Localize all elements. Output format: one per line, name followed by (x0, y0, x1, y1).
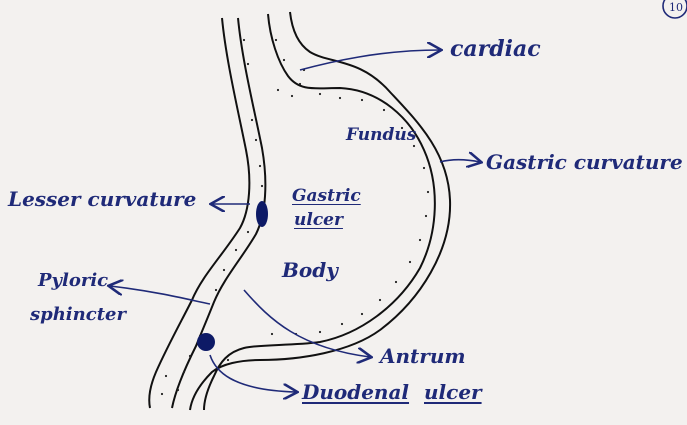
cardiac-leader (300, 50, 440, 70)
duodenal-ulcer-mark (197, 333, 215, 351)
label-gastric-ulcer-line1: Gastric (292, 188, 361, 205)
label-duodenal-ulcer-word: ulcer (424, 382, 482, 402)
stomach-outer-wall (149, 18, 249, 408)
label-cardiac: cardiac (450, 38, 541, 60)
label-antrum: Antrum (380, 346, 466, 366)
label-gastric-ulcer-line2: ulcer (294, 212, 343, 229)
label-body: Body (282, 260, 338, 280)
label-duodenal-word: Duodenal (302, 382, 409, 402)
label-fundus: Fundus (346, 127, 416, 144)
label-pyloric-line2: sphincter (30, 306, 126, 324)
gastric-ulcer-mark (256, 201, 268, 227)
label-gastric-curvature: Gastric curvature (486, 152, 683, 172)
corner-mark-text: 10 (669, 1, 683, 14)
label-pyloric-line1: Pyloric (38, 272, 108, 290)
stomach-inner-wall-left (172, 18, 265, 408)
antrum-leader (244, 290, 370, 357)
gastric-curvature-leader (440, 160, 480, 162)
label-lesser-curvature: Lesser curvature (8, 189, 196, 209)
